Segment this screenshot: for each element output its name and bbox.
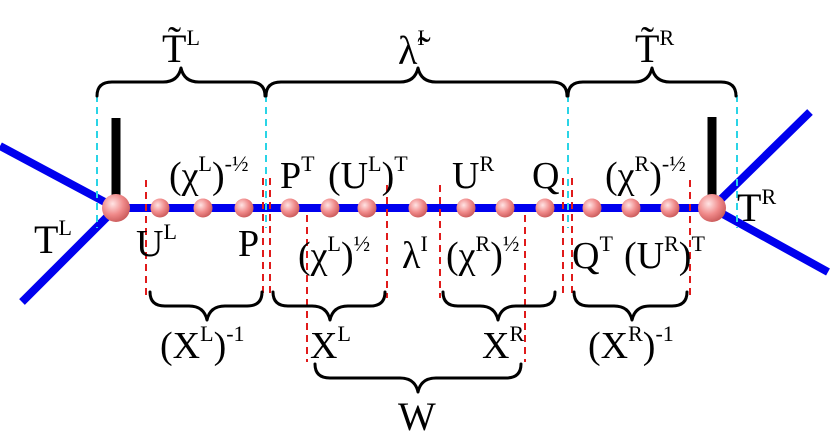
- brace-x-l-inv: [148, 290, 264, 322]
- label-chi-l-inv-half: (χL)-½: [169, 151, 248, 197]
- label-t-r: TR: [737, 184, 776, 230]
- right-upper-leg: [709, 109, 813, 211]
- site: [280, 198, 300, 218]
- site: [408, 198, 428, 218]
- red-cuts: [145, 178, 691, 362]
- site: [234, 198, 254, 218]
- brace-left-mid: [271, 290, 387, 322]
- brace-t-tilde-r: [566, 66, 738, 98]
- bottom-braces: [148, 290, 689, 394]
- label-lambda-tilde: λ̃I: [398, 25, 431, 73]
- site: [456, 198, 476, 218]
- label-w: W: [398, 394, 436, 439]
- top-braces: [95, 66, 738, 98]
- site: [193, 198, 213, 218]
- end-site-right: [698, 194, 726, 222]
- label-q-t: QT: [572, 231, 613, 277]
- label-x-l: XL: [310, 321, 351, 367]
- site: [357, 198, 377, 218]
- site: [660, 198, 680, 218]
- label-t-tilde-r: T̃R: [635, 25, 674, 71]
- label-chi-r-inv-half: (χR)-½: [605, 151, 686, 197]
- brace-right-mid: [441, 290, 557, 322]
- label-p-t: PT: [280, 151, 315, 197]
- brace-t-tilde-l: [95, 66, 267, 98]
- cyan-cuts: [96, 95, 738, 228]
- label-t-tilde-l: T̃L: [162, 25, 200, 71]
- site: [320, 198, 340, 218]
- label-u-l: UL: [136, 219, 177, 265]
- site: [535, 198, 555, 218]
- brace-x-r-inv: [572, 290, 689, 322]
- label-u-r: UR: [452, 151, 494, 197]
- label-lambda-i: λI: [402, 231, 428, 277]
- brace-w: [313, 362, 523, 394]
- sites: [102, 194, 726, 222]
- end-site-left: [102, 194, 130, 222]
- labels: T̃L λ̃I T̃R TL TR (χL)-½ PT (UL)T UR Q (…: [34, 25, 776, 439]
- label-u-r-t: (UR)T: [624, 231, 705, 277]
- label-u-l-t: (UL)T: [328, 151, 408, 197]
- label-x-r-inv: (XR)-1: [588, 321, 674, 367]
- label-x-l-inv: (XL)-1: [160, 321, 245, 367]
- label-x-r: XR: [482, 321, 524, 367]
- site: [495, 198, 515, 218]
- label-q: Q: [532, 155, 559, 197]
- label-chi-l-half: (χL)½: [298, 231, 370, 277]
- brace-lambda-tilde: [264, 66, 569, 98]
- site: [150, 198, 170, 218]
- boundary-bars: [111, 117, 717, 200]
- label-t-l: TL: [34, 215, 72, 262]
- left-upper-leg: [0, 142, 118, 212]
- left-lower-leg: [19, 205, 119, 305]
- site: [582, 198, 602, 218]
- site: [621, 198, 641, 218]
- label-chi-r-half: (χR)½: [446, 231, 519, 277]
- label-p: P: [238, 223, 259, 265]
- right-lower-leg: [710, 204, 830, 276]
